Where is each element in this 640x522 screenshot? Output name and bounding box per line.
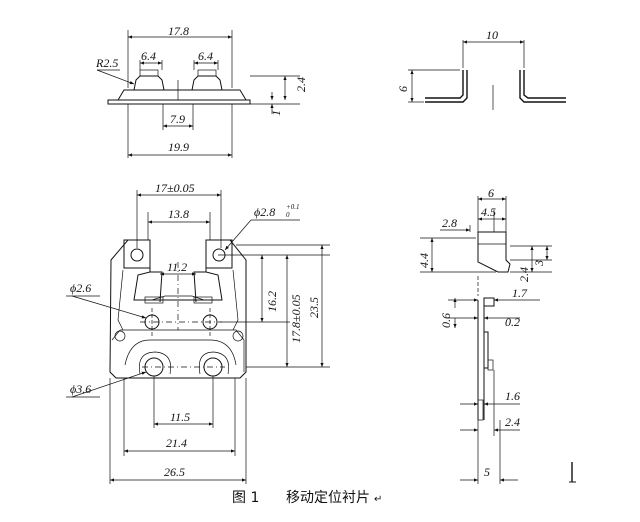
dim-h1: 16.2: [265, 291, 279, 312]
dim-side-top: 6: [488, 186, 494, 200]
dim-center: 11.2: [167, 260, 187, 274]
dim-inner-span: 13.8: [168, 207, 189, 221]
dim-pin-tol-upper: +0.1: [286, 203, 299, 211]
figure-caption: 图 1 移动定位衬片 ↵: [232, 490, 382, 506]
dim-thickness: 1: [269, 110, 283, 116]
dim-side-a: 4.5: [481, 205, 496, 219]
top-right-view: 10 6: [396, 28, 566, 110]
dim-side-h: 0.2: [505, 315, 520, 329]
top-view: 17.8 6.4 6.4 R2.5 2.4 1 7.9 19.9: [95, 24, 308, 158]
dim-tab-spacing: 10: [486, 28, 498, 42]
dim-tab-span: 17±0.05: [155, 181, 195, 195]
dim-side-k: 5: [484, 465, 490, 479]
dim-side-d: 2.4: [517, 267, 531, 282]
dim-right-contact: 6.4: [198, 49, 213, 63]
dim-pin-hole: ϕ2.8: [254, 205, 275, 219]
dim-side-e: 3: [532, 260, 546, 267]
dim-h3: 23.5: [307, 297, 321, 318]
dim-side-f: 1.7: [512, 286, 528, 300]
dim-left-contact: 6.4: [141, 49, 156, 63]
dim-w3: 26.5: [164, 465, 185, 479]
dim-large-hole: ϕ3.6: [70, 382, 91, 396]
dim-radius: R2.5: [95, 56, 118, 70]
dim-side-b: 2.8: [442, 216, 457, 230]
caption-return-mark: ↵: [374, 494, 382, 505]
front-view: 17±0.05 13.8 ϕ2.8 +0.1 0 11.2 ϕ2.6 ϕ3.6 …: [66, 181, 330, 484]
dim-side-g: 0.6: [439, 313, 453, 328]
dim-tab-height: 6: [396, 86, 410, 92]
dim-side-j: 2.4: [505, 415, 520, 429]
dim-base: 19.9: [168, 140, 189, 154]
dim-w2: 21.4: [166, 436, 187, 450]
caption-label: 图 1: [232, 490, 259, 506]
dim-side-c: 4.4: [417, 253, 431, 268]
side-view: 6 4.5 2.8 4.4 2.4 3 1.7 0.2 0.6 1.6 2.4: [417, 186, 576, 484]
dim-side-i: 1.6: [505, 389, 520, 403]
dim-w1: 11.5: [170, 410, 190, 424]
dim-small-hole: ϕ2.6: [70, 281, 91, 295]
dim-top-total: 17.8: [168, 24, 189, 38]
dim-gap: 7.9: [170, 112, 185, 126]
caption-title: 移动定位衬片: [286, 490, 370, 506]
dim-h2: 17.8±0.05: [289, 294, 303, 343]
dim-top-height: 2.4: [294, 77, 308, 92]
dim-pin-tol-lower: 0: [286, 211, 290, 219]
